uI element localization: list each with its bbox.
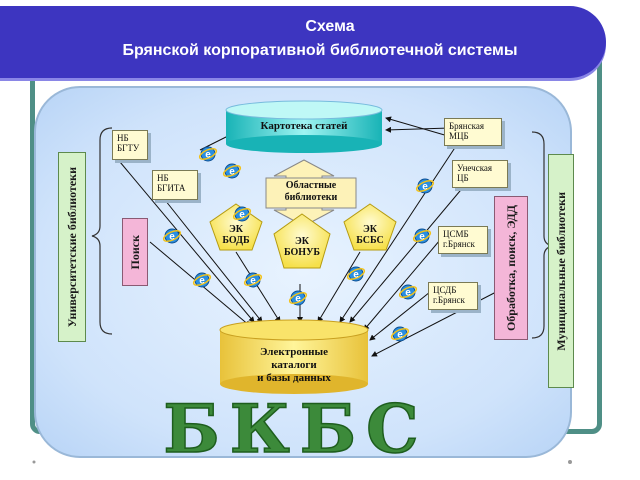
note-bgita-line2: БГИТА [157, 183, 186, 193]
svg-text:e: e [239, 210, 245, 221]
arrow-bgita [164, 199, 263, 323]
note-unecha-line2: ЦБ [457, 173, 469, 183]
title-line1: Схема [305, 18, 355, 35]
internet-explorer-icon: e [232, 206, 252, 222]
title-line2: Брянской корпоративной библиотечной сист… [122, 42, 518, 59]
internet-explorer-icon: e [162, 228, 182, 244]
municipal-libraries-box: Муниципальные библиотеки [548, 154, 574, 388]
note-mcb-line1: Брянская [449, 121, 484, 131]
note-bgtu-line2: БГТУ [117, 143, 140, 153]
pentagon-bsbs [343, 203, 397, 251]
note-csmb: ЦСМБ г.Брянск [438, 226, 488, 254]
note-bryansk-mcb: Брянская МЦБ [444, 118, 502, 146]
arrow-right-bottom [371, 289, 501, 357]
catalogs-line3: и базы данных [257, 372, 331, 384]
arrow-csmb [363, 239, 441, 331]
articles-cylinder [225, 100, 383, 153]
pentagon-bonub-line1: ЭК [294, 236, 310, 247]
svg-text:e: e [422, 182, 428, 193]
regional-libraries-line2: библиотеки [284, 192, 338, 203]
note-csmb-line1: ЦСМБ [443, 229, 469, 239]
note-unecha-cb: Унечская ЦБ [452, 160, 508, 188]
municipal-libraries-label: Муниципальные библиотеки [553, 191, 568, 351]
articles-db-label: Картотека статей [260, 120, 348, 132]
pentagon-bonub-label: ЭК БОНУБ [278, 236, 326, 258]
note-bgtu-line1: НБ [117, 133, 129, 143]
pentagon-bonub [273, 213, 331, 269]
internet-explorer-icon: e [243, 272, 263, 288]
internet-explorer-icon: e [398, 284, 418, 300]
pentagon-bodb-line2: БОДБ [222, 235, 250, 246]
watermark: БКБС [163, 390, 428, 468]
svg-text:e: e [419, 232, 425, 243]
arrow-bsbs [317, 251, 361, 323]
internet-explorer-icon: e [346, 266, 366, 282]
note-bgita-line1: НБ [157, 173, 169, 183]
regional-libraries-line1: Областные [285, 180, 337, 191]
note-csdb-line2: г.Брянск [433, 295, 465, 305]
catalogs-line2: каталоги [271, 359, 317, 371]
svg-text:e: e [353, 270, 359, 281]
search-box: Поиск [122, 218, 148, 286]
svg-text:e: e [405, 288, 411, 299]
note-csdb: ЦСДБ г.Брянск [428, 282, 478, 310]
svg-text:e: e [205, 150, 211, 161]
search-label: Поиск [127, 234, 142, 270]
note-csmb-line2: г.Брянск [443, 239, 475, 249]
internet-explorer-icon: e [288, 290, 308, 306]
svg-text:e: e [397, 330, 403, 341]
note-mcb-line2: МЦБ [449, 131, 469, 141]
pentagon-bodb-line1: ЭК [228, 224, 244, 235]
internet-explorer-icon: e [198, 146, 218, 162]
note-csdb-line1: ЦСДБ [433, 285, 457, 295]
left-brace [91, 127, 113, 335]
decor-dot [568, 460, 572, 464]
pentagon-bodb-label: ЭК БОДБ [212, 224, 260, 246]
ie-icons: e e e e e e e e e e e e [162, 146, 435, 342]
regional-libraries-label: Областные библиотеки [266, 180, 356, 204]
pentagon-bsbs-label: ЭК БСБС [346, 224, 394, 246]
arrow-to-articles-right [385, 126, 451, 133]
university-libraries-label: Университетские библиотеки [64, 166, 79, 328]
title-banner [0, 6, 606, 78]
pentagon-bonub-line2: БОНУБ [283, 247, 321, 258]
catalogs-line1: Электронные [259, 346, 328, 358]
internet-explorer-icon: e [412, 228, 432, 244]
arrow-mcb [339, 139, 461, 323]
processing-box: Обработка, поиск, ЭДД [494, 196, 528, 340]
svg-text:e: e [295, 294, 301, 305]
decor-dot [32, 460, 36, 464]
note-unecha-line1: Унечская [457, 163, 493, 173]
svg-text:e: e [199, 276, 205, 287]
catalogs-cylinder [219, 319, 369, 394]
arrow-bgtu [119, 161, 255, 323]
pentagon-bsbs-line2: БСБС [356, 235, 384, 246]
internet-explorer-icon: e [222, 163, 242, 179]
note-nb-bgtu: НБ БГТУ [112, 130, 148, 160]
svg-text:e: e [229, 167, 235, 178]
internet-explorer-icon: e [390, 326, 410, 342]
pentagon-bsbs-line1: ЭК [362, 224, 378, 235]
arrow-bodb [235, 251, 281, 323]
arrow-csdb [369, 291, 431, 341]
internet-explorer-icon: e [415, 178, 435, 194]
note-nb-bgita: НБ БГИТА [152, 170, 198, 200]
catalogs-db-label: Электронные каталоги и базы данных [220, 346, 368, 385]
university-libraries-box: Университетские библиотеки [58, 152, 86, 342]
internet-explorer-icon: e [192, 272, 212, 288]
processing-label: Обработка, поиск, ЭДД [503, 204, 518, 332]
arrow-unecha [349, 184, 466, 323]
svg-text:e: e [169, 232, 175, 243]
svg-text:e: e [250, 276, 256, 287]
arrow-mcb-top [385, 116, 449, 137]
